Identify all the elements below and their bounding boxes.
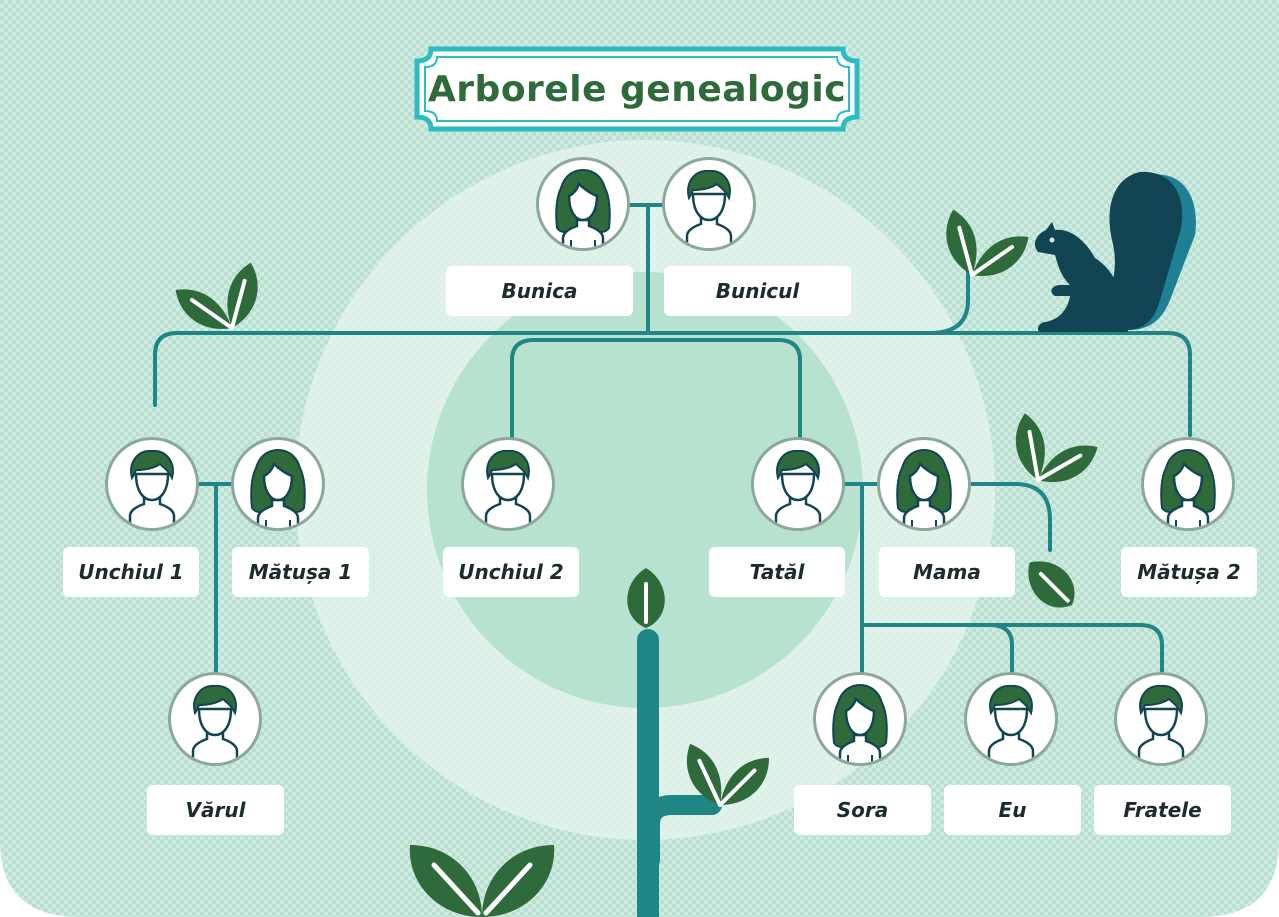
female-avatar-icon [536, 157, 630, 251]
member-label-unchiul-2: Unchiul 2 [443, 547, 579, 597]
page-title: Arborele genealogic [427, 68, 847, 110]
tree-branches [153, 203, 1192, 917]
member-label-mama: Mama [879, 547, 1015, 597]
member-label-unchiul-1: Unchiul 1 [63, 547, 199, 597]
male-avatar-icon [168, 672, 262, 766]
female-avatar-icon [813, 672, 907, 766]
squirrel-icon [1034, 171, 1196, 332]
title-frame [414, 46, 860, 132]
member-label-varul: Vărul [147, 785, 284, 835]
member-label-fratele: Fratele [1094, 785, 1231, 835]
male-avatar-icon [1114, 672, 1208, 766]
title-banner: Arborele genealogic [413, 45, 861, 133]
member-label-tatal: Tatăl [709, 547, 845, 597]
member-label-eu: Eu [944, 785, 1081, 835]
female-avatar-icon [877, 437, 971, 531]
female-avatar-icon [231, 437, 325, 531]
member-label-matusa-1: Mătușa 1 [232, 547, 369, 597]
male-avatar-icon [105, 437, 199, 531]
member-label-matusa-2: Mătușa 2 [1121, 547, 1257, 597]
male-avatar-icon [964, 672, 1058, 766]
member-label-bunicul: Bunicul [664, 266, 851, 316]
female-avatar-icon [1141, 437, 1235, 531]
member-label-sora: Sora [794, 785, 931, 835]
member-label-bunica: Bunica [446, 266, 633, 316]
inner-circle [427, 272, 863, 708]
male-avatar-icon [662, 157, 756, 251]
male-avatar-icon [751, 437, 845, 531]
male-avatar-icon [461, 437, 555, 531]
sprout-icon [409, 845, 555, 917]
